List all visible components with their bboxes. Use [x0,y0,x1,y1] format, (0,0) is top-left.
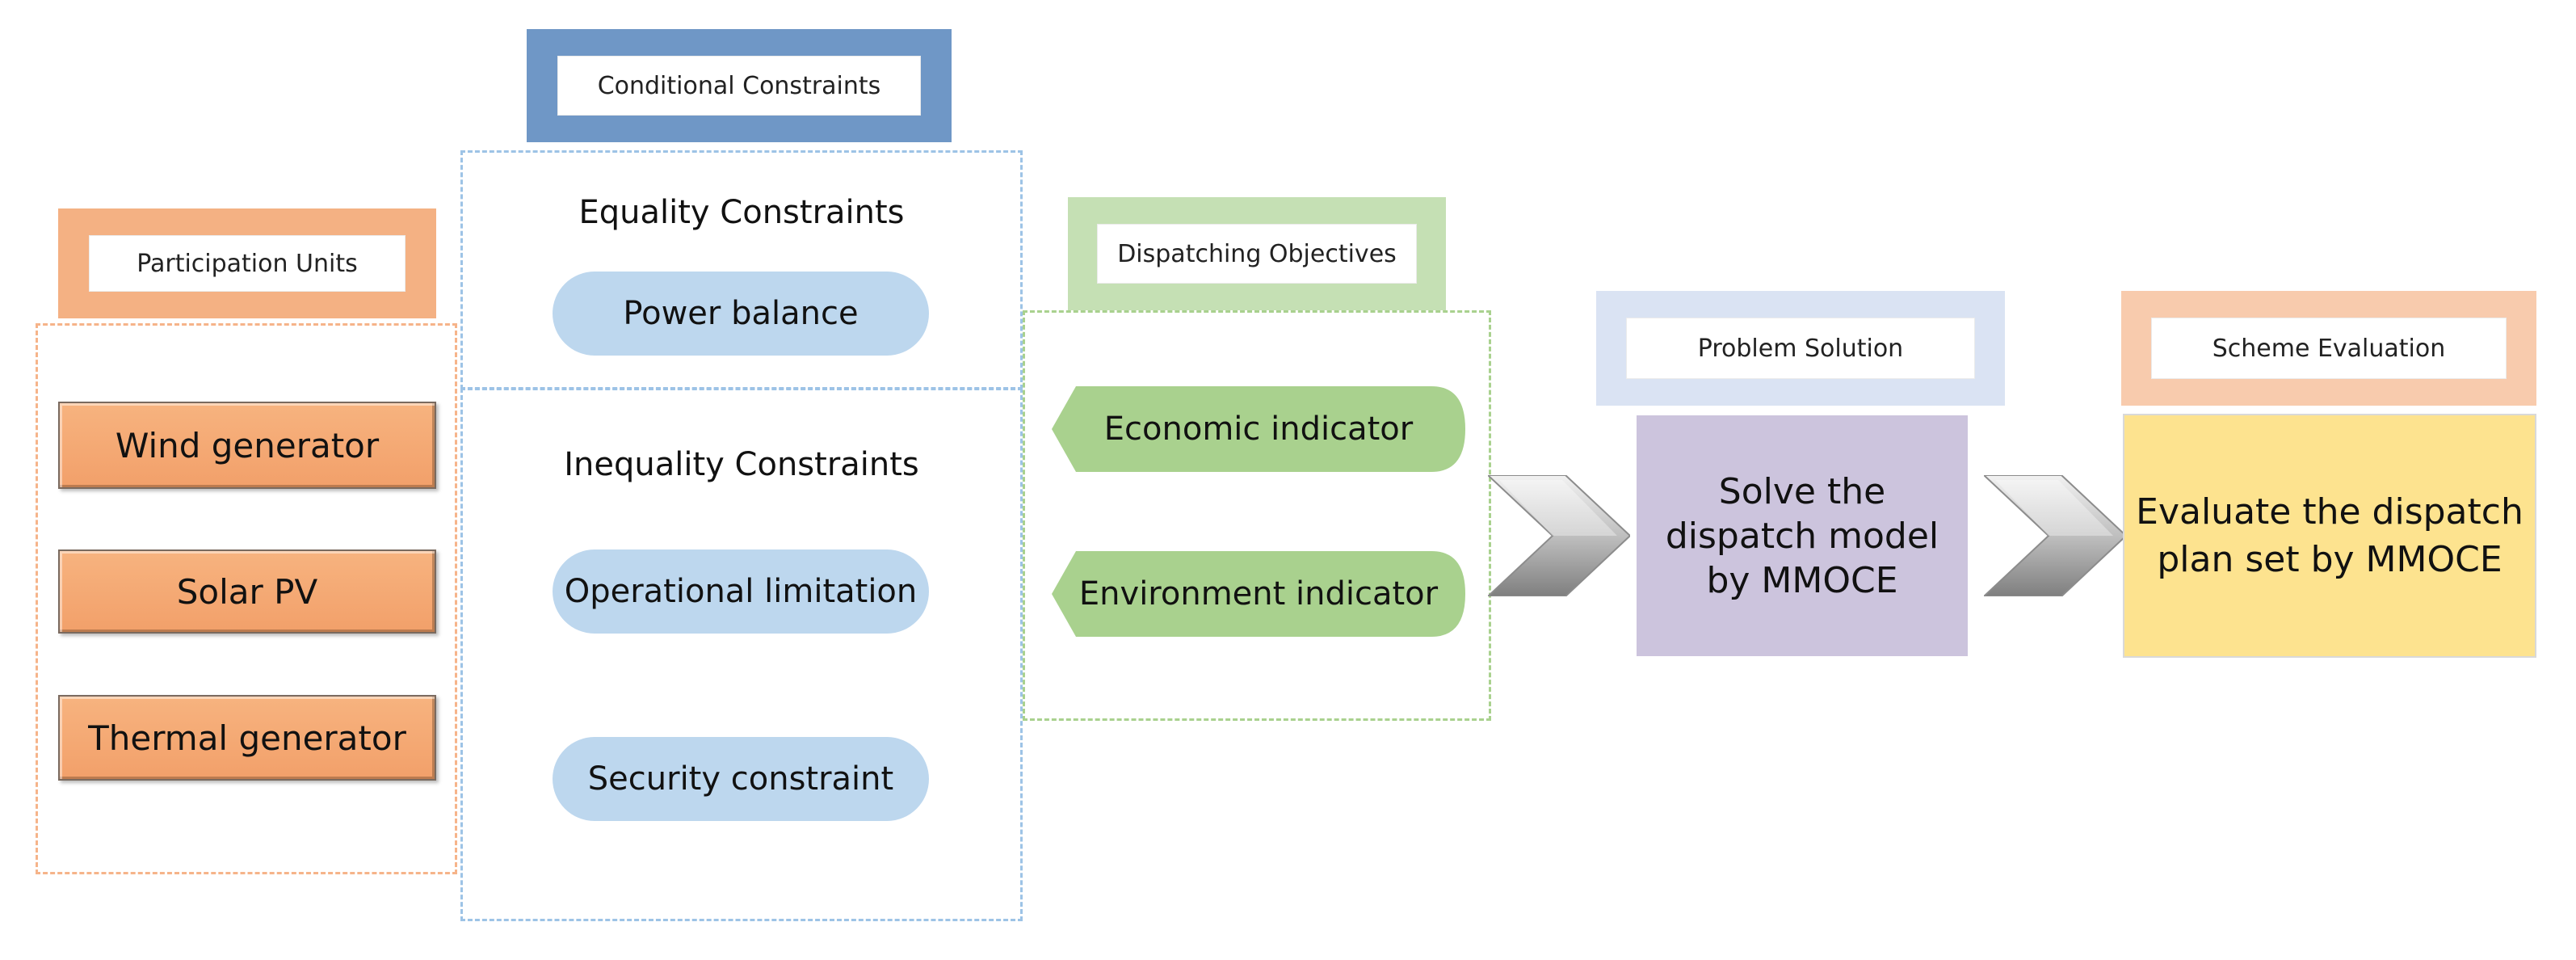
unit-wind-generator[interactable]: Wind generator [58,402,436,489]
pill-operational-limitation[interactable]: Operational limitation [553,549,929,634]
chevron-right-icon [1981,474,2128,597]
unit-thermal-generator[interactable]: Thermal generator [58,695,436,781]
inequality-constraints-title: Inequality Constraints [564,446,919,483]
participation-units-header: Participation Units [58,208,436,318]
conditional-constraints-header: Conditional Constraints [527,29,952,142]
chevron-right-icon [1486,474,1632,597]
unit-solar-pv[interactable]: Solar PV [58,549,436,634]
pill-power-balance[interactable]: Power balance [553,272,929,356]
conditional-constraints-title: Conditional Constraints [557,56,921,116]
economic-indicator-shape[interactable]: Economic indicator [1052,386,1465,472]
pill-security-constraint[interactable]: Security constraint [553,737,929,821]
problem-solution-title: Problem Solution [1626,318,1975,379]
economic-indicator-label: Economic indicator [1103,411,1414,448]
environment-indicator-shape[interactable]: Environment indicator [1052,551,1465,637]
participation-units-panel [36,323,457,874]
dispatching-objectives-panel [1023,310,1491,721]
dispatching-objectives-title: Dispatching Objectives [1097,224,1417,284]
scheme-evaluation-title: Scheme Evaluation [2151,318,2507,379]
dispatching-objectives-header: Dispatching Objectives [1068,197,1446,310]
environment-indicator-label: Environment indicator [1078,575,1439,613]
scheme-evaluation-header: Scheme Evaluation [2121,291,2536,406]
solve-dispatch-model-box: Solve the dispatch model by MMOCE [1637,415,1968,656]
evaluate-dispatch-plan-box: Evaluate the dispatch plan set by MMOCE [2123,414,2536,658]
participation-units-title: Participation Units [89,235,406,292]
equality-constraints-title: Equality Constraints [578,194,905,231]
problem-solution-header: Problem Solution [1596,291,2005,406]
inequality-constraints-panel [460,388,1023,921]
